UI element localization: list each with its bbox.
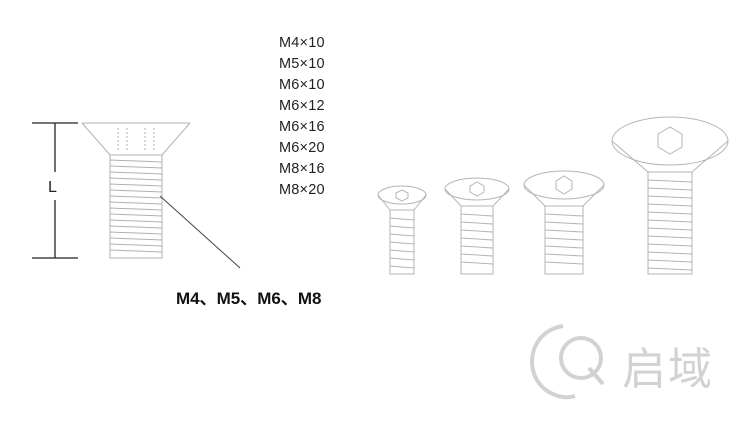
length-label: L bbox=[48, 179, 57, 196]
size-item: M6×20 bbox=[279, 140, 325, 156]
size-item: M6×16 bbox=[279, 119, 325, 135]
screw-m8 bbox=[611, 116, 729, 275]
q-logo-icon bbox=[530, 324, 605, 400]
screw-m6 bbox=[523, 170, 605, 275]
side-view-screw bbox=[81, 122, 191, 259]
size-item: M6×10 bbox=[279, 77, 325, 93]
thread-size-label: M4、M5、M6、M8 bbox=[176, 289, 322, 308]
size-item: M8×20 bbox=[279, 182, 325, 198]
length-dimension bbox=[32, 122, 78, 259]
leader-line bbox=[159, 195, 241, 269]
screw-m5 bbox=[444, 177, 510, 275]
size-item: M8×16 bbox=[279, 161, 325, 177]
screw-m4 bbox=[377, 185, 427, 275]
size-list: M4×10 M5×10 M6×10 M6×12 M6×16 M6×20 M8×1… bbox=[279, 33, 369, 201]
size-item: M6×12 bbox=[279, 98, 325, 114]
size-item: M5×10 bbox=[279, 56, 325, 72]
brand-name: 启域 bbox=[622, 344, 714, 395]
size-item: M4×10 bbox=[279, 35, 325, 51]
